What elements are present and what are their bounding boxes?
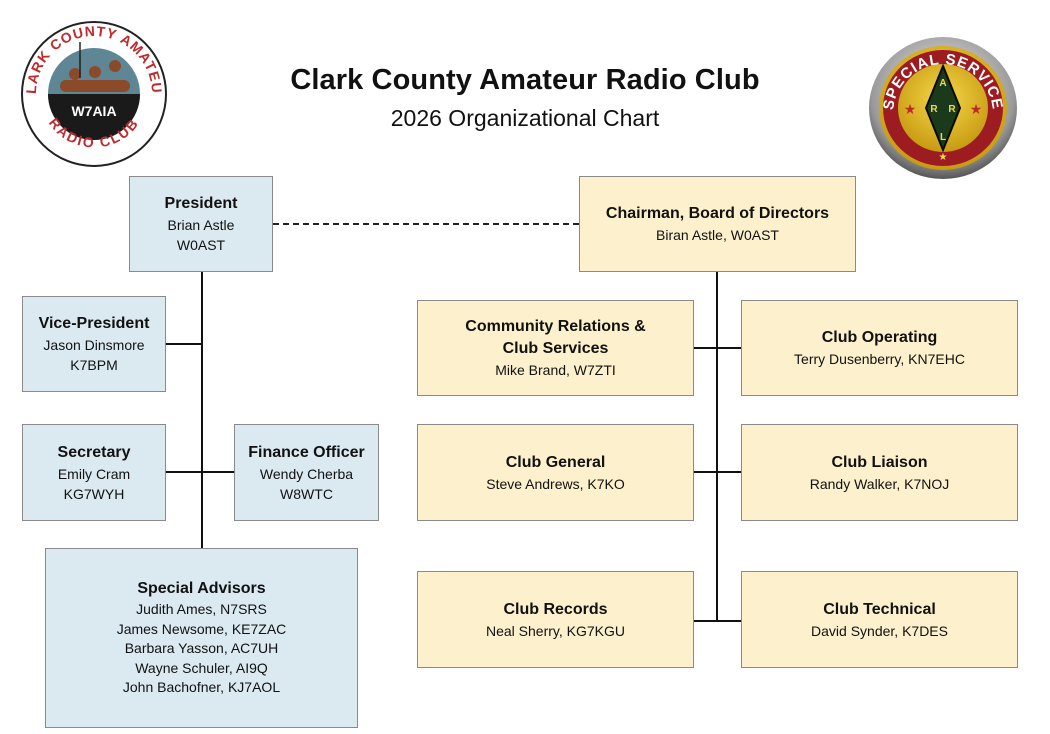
connector-president-chairman xyxy=(273,223,579,225)
director-club-technical-box: Club Technical David Synder, K7DES xyxy=(741,571,1018,668)
director-person: Randy Walker, K7NOJ xyxy=(809,475,950,492)
director-role: Club Liaison xyxy=(831,453,928,471)
director-person: Neal Sherry, KG7KGU xyxy=(485,622,625,639)
advisor-item: Barbara Yasson, AC7UH xyxy=(124,640,279,657)
svg-text:L: L xyxy=(940,132,946,143)
director-club-liaison-box: Club Liaison Randy Walker, K7NOJ xyxy=(741,424,1018,521)
chairman-box: Chairman, Board of Directors Biran Astle… xyxy=(579,176,856,272)
vice-president-role: Vice-President xyxy=(38,315,150,332)
president-role: President xyxy=(164,195,238,212)
svg-text:R: R xyxy=(948,104,956,115)
svg-text:★: ★ xyxy=(904,101,917,117)
director-club-general-box: Club General Steve Andrews, K7KO xyxy=(417,424,694,521)
connector-row2 xyxy=(693,471,741,473)
connector-secretary-finance xyxy=(165,471,235,473)
director-role: Club General xyxy=(505,453,606,471)
svg-text:A: A xyxy=(939,78,946,89)
president-name: Brian Astle xyxy=(167,217,235,233)
director-role: Club Technical xyxy=(823,600,936,618)
svg-text:★: ★ xyxy=(939,152,948,163)
director-person: Terry Dusenberry, KN7EHC xyxy=(794,351,965,367)
president-box: President Brian Astle W0AST xyxy=(129,176,273,272)
advisor-item: James Newsome, KE7ZAC xyxy=(116,620,287,637)
special-advisors-box: Special Advisors Judith Ames, N7SRS Jame… xyxy=(45,548,358,728)
director-community-relations-box: Community Relations & Club Services Mike… xyxy=(417,300,694,396)
director-person: Steve Andrews, K7KO xyxy=(486,475,625,492)
vice-president-call: K7BPM xyxy=(70,357,118,373)
finance-officer-call: W8WTC xyxy=(280,485,333,502)
connector-row1 xyxy=(693,347,741,349)
director-role: Club Records xyxy=(503,600,608,618)
director-role-line1: Community Relations & xyxy=(465,318,646,335)
director-club-operating-box: Club Operating Terry Dusenberry, KN7EHC xyxy=(741,300,1018,396)
director-role-line2: Club Services xyxy=(502,340,609,357)
director-club-records-box: Club Records Neal Sherry, KG7KGU xyxy=(417,571,694,668)
president-call: W0AST xyxy=(176,237,226,253)
finance-officer-name: Wendy Cherba xyxy=(259,465,354,482)
connector-row3 xyxy=(693,620,741,622)
secretary-role: Secretary xyxy=(57,443,131,461)
chairman-role: Chairman, Board of Directors xyxy=(605,205,830,222)
secretary-name: Emily Cram xyxy=(57,465,131,482)
club-callsign: W7AIA xyxy=(71,103,116,119)
finance-officer-box: Finance Officer Wendy Cherba W8WTC xyxy=(234,424,379,521)
connector-vp xyxy=(165,343,202,345)
chart-title: Clark County Amateur Radio Club xyxy=(290,64,760,96)
finance-officer-role: Finance Officer xyxy=(248,443,365,461)
vice-president-name: Jason Dinsmore xyxy=(43,337,145,353)
connector-president-trunk xyxy=(201,271,203,549)
chart-subtitle: 2026 Organizational Chart xyxy=(390,105,660,131)
svg-text:★: ★ xyxy=(970,101,983,117)
advisor-item: John Bachofner, KJ7AOL xyxy=(122,679,281,696)
advisor-item: Wayne Schuler, AI9Q xyxy=(135,659,268,676)
connector-board-trunk xyxy=(716,271,718,622)
director-person: Mike Brand, W7ZTI xyxy=(495,362,616,378)
secretary-box: Secretary Emily Cram KG7WYH xyxy=(22,424,166,521)
advisor-item: Judith Ames, N7SRS xyxy=(136,601,267,618)
secretary-call: KG7WYH xyxy=(63,485,125,502)
svg-text:R: R xyxy=(930,104,938,115)
director-role: Club Operating xyxy=(821,329,938,346)
director-person: David Synder, K7DES xyxy=(811,622,948,639)
special-advisors-role: Special Advisors xyxy=(137,580,266,598)
vice-president-box: Vice-President Jason Dinsmore K7BPM xyxy=(22,296,166,392)
chairman-person: Biran Astle, W0AST xyxy=(656,227,779,243)
